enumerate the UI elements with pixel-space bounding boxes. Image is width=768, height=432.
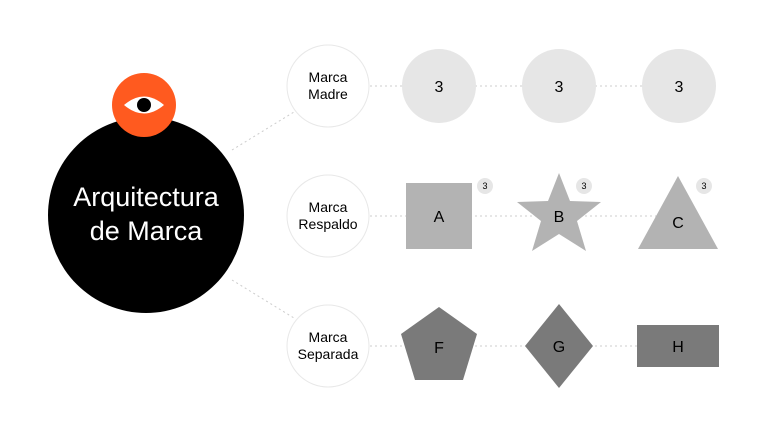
row-2-shapes: A 3 B 3 C 3 xyxy=(406,173,718,251)
row-label-2-line-1: Marca xyxy=(309,199,348,215)
badge-count: 3 xyxy=(581,181,586,191)
row-label-marca-respaldo: Marca Respaldo xyxy=(286,174,370,258)
shape-label: 3 xyxy=(675,79,684,96)
connector-main-to-row-3 xyxy=(231,279,295,319)
main-title-line-1: Arquitectura xyxy=(73,182,220,212)
eye-badge xyxy=(112,73,176,137)
badge xyxy=(477,178,493,194)
main-node: Arquitectura de Marca xyxy=(48,117,244,313)
badge xyxy=(696,178,712,194)
circle-shape xyxy=(522,49,596,123)
row-2-item-1: A 3 xyxy=(406,178,493,249)
row-3-item-2: G xyxy=(525,304,593,388)
shape-label: A xyxy=(434,209,445,226)
main-circle xyxy=(48,117,244,313)
row-3-item-1: F xyxy=(401,307,477,380)
circle-shape xyxy=(402,49,476,123)
shape-label: C xyxy=(672,215,684,232)
pentagon-shape xyxy=(401,307,477,380)
badge-count: 3 xyxy=(482,181,487,191)
shape-label: B xyxy=(554,209,565,226)
shape-label: F xyxy=(434,340,444,357)
row-2-item-3: C 3 xyxy=(638,176,718,249)
row-3-shapes: F G H xyxy=(401,304,719,388)
diamond-shape xyxy=(525,304,593,388)
main-title-line-2: de Marca xyxy=(90,216,204,246)
badge-count: 3 xyxy=(701,181,706,191)
square-shape xyxy=(406,183,472,249)
shape-label: 3 xyxy=(435,79,444,96)
star-shape xyxy=(517,173,601,251)
row-label-3-line-1: Marca xyxy=(309,329,348,345)
connector-main-to-row-1 xyxy=(231,111,295,151)
row-label-2-line-2: Respaldo xyxy=(298,216,357,232)
row-labels: Marca Madre Marca Respaldo Marca Separad… xyxy=(286,44,370,388)
circle-shape xyxy=(642,49,716,123)
row-label-marca-separada: Marca Separada xyxy=(286,304,370,388)
row-1-item-1: 3 xyxy=(402,49,476,123)
row-2-item-2: B 3 xyxy=(517,173,601,251)
row-label-1-line-2: Madre xyxy=(308,86,348,102)
row-3-item-3: H xyxy=(637,325,719,367)
row-label-3-line-2: Separada xyxy=(298,346,359,362)
row-1-shapes: 3 3 3 xyxy=(402,49,716,123)
row-label-1-line-1: Marca xyxy=(309,69,348,85)
rectangle-shape xyxy=(637,325,719,367)
badge xyxy=(576,178,592,194)
row-1-item-3: 3 xyxy=(642,49,716,123)
row-1-item-2: 3 xyxy=(522,49,596,123)
row-label-marca-madre: Marca Madre xyxy=(286,44,370,128)
shape-label: H xyxy=(672,339,684,356)
shape-label: G xyxy=(553,339,565,356)
eye-icon xyxy=(124,96,164,114)
triangle-shape xyxy=(638,176,718,249)
shape-label: 3 xyxy=(555,79,564,96)
